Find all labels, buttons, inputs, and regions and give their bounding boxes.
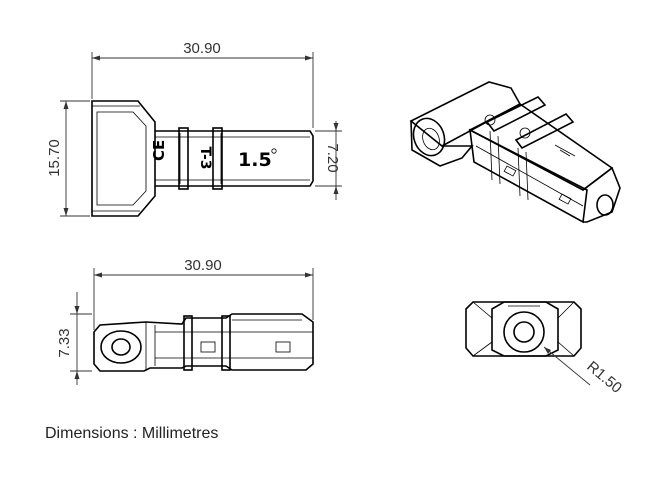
iso-sleeve-edge — [497, 135, 501, 185]
side-width-dimension: 30.90 — [184, 257, 222, 274]
arrow-head — [305, 272, 313, 278]
side-window — [275, 341, 291, 353]
top-view-sleeve — [212, 127, 223, 190]
side-height-dimension: 7.33 — [56, 328, 73, 357]
side-ring-hole — [100, 330, 142, 364]
arrow-head — [544, 347, 551, 354]
end-view-edge — [472, 301, 493, 319]
iso-sleeve-edge — [517, 147, 521, 197]
iso-head-side — [410, 120, 474, 167]
radius-dimension: R1.50 — [583, 358, 625, 397]
end-view: R1.50 — [465, 301, 625, 397]
ce-mark: CE — [150, 140, 168, 161]
top-height-dimension: 15.70 — [46, 139, 63, 177]
iso-shaft-line — [475, 145, 584, 207]
top-width-dimension: 30.90 — [183, 40, 221, 57]
end-view-edge — [472, 341, 493, 357]
end-view-edge — [557, 341, 575, 357]
units-caption: Dimensions : Millimetres — [45, 425, 219, 442]
end-ring-hole — [503, 311, 545, 353]
top-view-head-inner — [96, 111, 147, 206]
side-view: 30.90 7.33 — [56, 257, 314, 385]
arrow-head — [74, 306, 80, 314]
tip-dimension: 7.20 — [324, 143, 341, 172]
top-view-shaft — [155, 130, 314, 187]
iso-sleeve — [514, 113, 575, 150]
end-view-outline — [465, 301, 582, 357]
iso-window — [503, 165, 517, 177]
iso-ring-hole — [412, 117, 446, 157]
iso-sleeve — [485, 96, 547, 133]
arrow-head — [333, 123, 339, 131]
side-sleeve — [183, 315, 193, 371]
isometric-view — [409, 81, 621, 224]
end-view-edge — [557, 301, 575, 319]
size-mark: 1.5 — [238, 149, 272, 171]
end-view-collar — [491, 301, 559, 357]
side-sleeve — [221, 315, 231, 371]
end-ring-hole-inner — [513, 321, 535, 343]
arrow-head — [74, 371, 80, 379]
iso-size-mark-icon — [554, 144, 576, 157]
top-view-sleeve — [178, 127, 189, 190]
side-view-outline — [93, 313, 314, 372]
arrow-head — [92, 55, 100, 61]
arrow-head — [333, 186, 339, 194]
iso-tip-hole — [596, 194, 614, 216]
radius-leader — [543, 346, 591, 386]
iso-shaft-end — [582, 166, 621, 223]
iso-sleeve-edge — [525, 151, 529, 201]
iso-sleeve-edge — [489, 130, 493, 181]
ring-mark: T-3 — [197, 146, 213, 169]
iso-ce-mark-icon — [519, 127, 531, 139]
iso-head-top — [409, 81, 522, 147]
side-ring-hole-inner — [111, 338, 131, 356]
top-view: CE T-3 1.5 30.90 15.70 7.20 — [46, 40, 342, 217]
arrow-head — [63, 208, 69, 216]
iso-ce-mark-icon — [484, 114, 496, 126]
arrow-head — [94, 272, 102, 278]
arrow-head — [305, 55, 313, 61]
mm2-mark-icon — [271, 148, 277, 154]
iso-shaft-top — [468, 103, 614, 191]
iso-ring-hole-inner — [422, 127, 440, 151]
top-view-head — [91, 100, 156, 217]
side-window — [200, 341, 216, 353]
arrow-head — [63, 101, 69, 109]
